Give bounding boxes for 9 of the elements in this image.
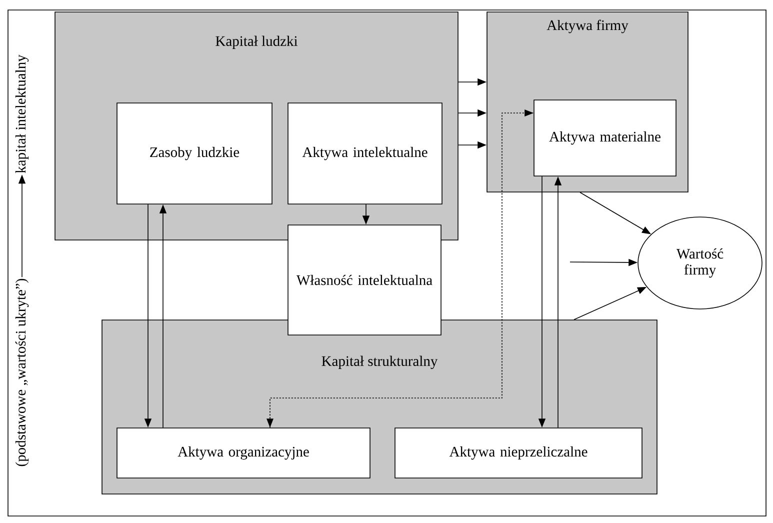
arrow <box>266 110 534 428</box>
text-box: Własność intelektualna <box>288 224 442 336</box>
rotated-text: kapitał intelektualny <box>15 54 29 174</box>
text-box: Zasoby ludzkie <box>116 102 272 204</box>
text-box: Aktywa nieprzeliczalne <box>394 428 642 478</box>
text-box: Aktywa organizacyjne <box>116 428 370 478</box>
text-box: Aktywa intelektualne <box>288 102 442 204</box>
text-box: Aktywa materialne <box>534 100 676 176</box>
rotated-text: (podstawowe „wartości ukryte”) <box>15 278 29 466</box>
